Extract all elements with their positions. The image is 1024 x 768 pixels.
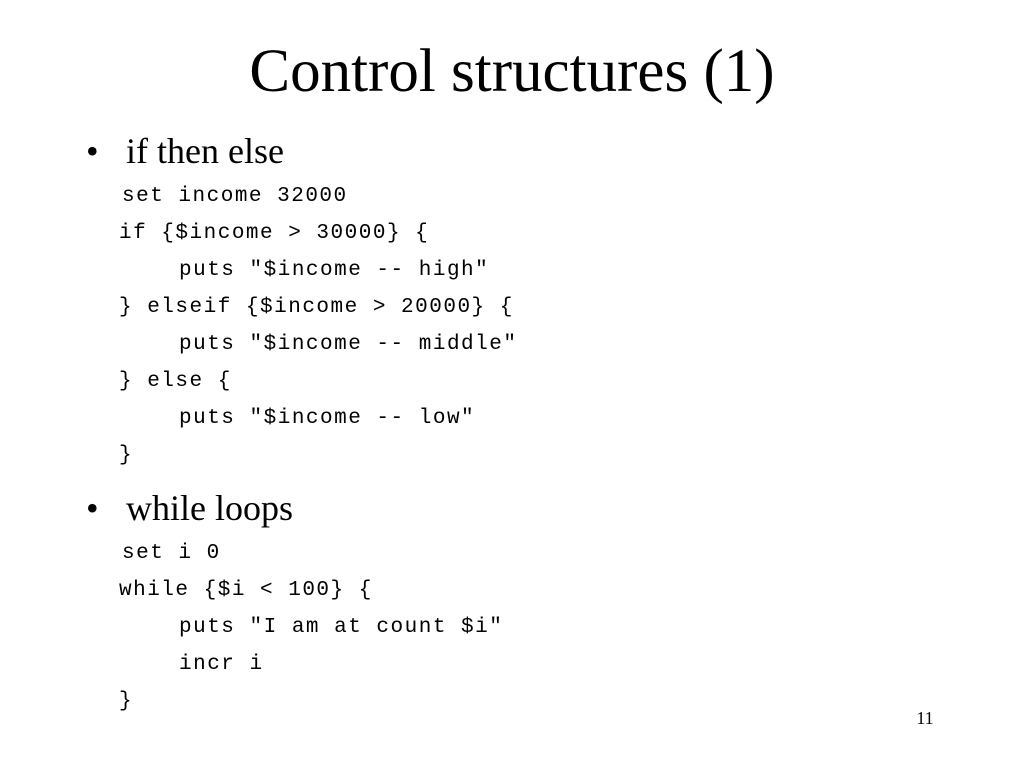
code-line: if {$income > 30000} {	[119, 222, 430, 245]
bullet-label: while loops	[126, 488, 293, 528]
code-line: set i 0	[122, 542, 221, 565]
bullet-label: if then else	[126, 131, 284, 171]
code-line: puts "$income -- low"	[179, 407, 476, 430]
code-line: puts "$income -- middle"	[179, 333, 518, 356]
page-number: 11	[916, 708, 934, 728]
code-line: } else {	[119, 370, 232, 393]
code-line: puts "I am at count $i"	[179, 616, 504, 639]
code-line: puts "$income -- high"	[179, 259, 490, 282]
code-line: } elseif {$income > 20000} {	[119, 296, 514, 319]
slide-title: Control structures (1)	[249, 38, 775, 105]
code-line: set income 32000	[122, 185, 348, 208]
bullet-if-then-else: • if then else	[86, 131, 284, 171]
bullet-dot-icon: •	[86, 131, 99, 171]
code-line: while {$i < 100} {	[119, 579, 373, 602]
bullet-dot-icon: •	[86, 488, 99, 528]
code-line: incr i	[179, 653, 264, 676]
bullet-while-loops: • while loops	[86, 488, 293, 528]
code-line: }	[119, 444, 134, 467]
code-line: }	[119, 690, 134, 713]
